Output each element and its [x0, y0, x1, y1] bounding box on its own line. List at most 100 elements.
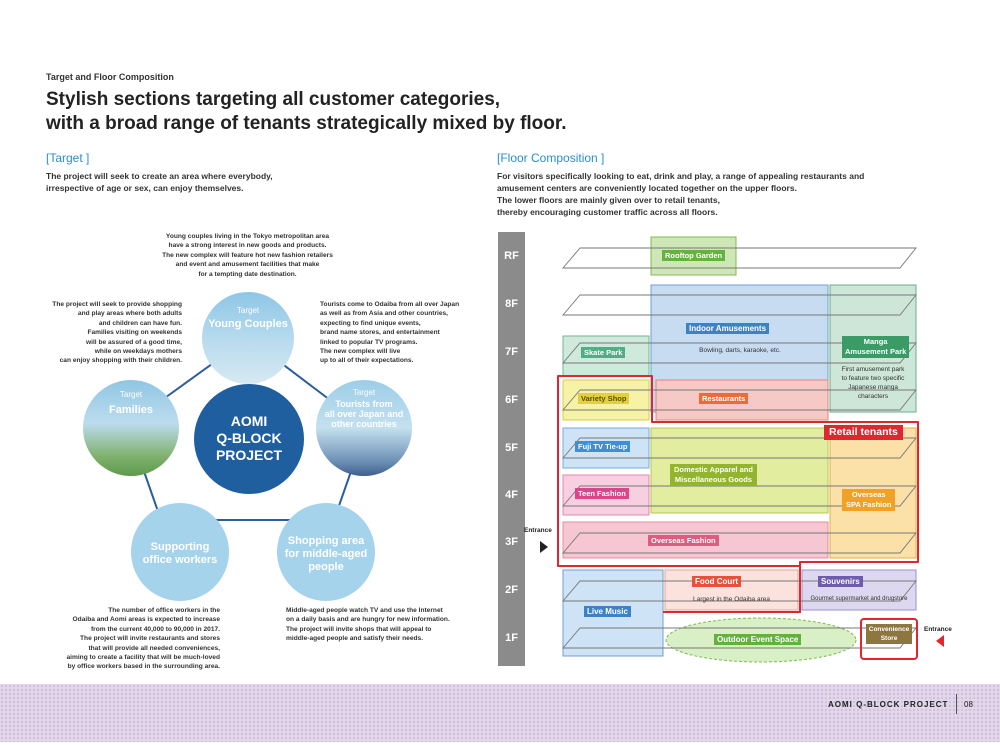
blurb-line: Tourists come to Odaiba from all over Ja…: [320, 301, 460, 308]
circle-label-line: Shopping area: [287, 535, 365, 547]
blurb-line: The number of office workers in the: [108, 607, 220, 614]
circle-kicker: Target: [352, 388, 376, 397]
floor-label: 7F: [505, 346, 518, 358]
blurb-line: brand name stores, and entertainment: [320, 329, 440, 337]
center-project-logo: AOMI Q-BLOCK PROJECT: [194, 384, 304, 494]
footer-divider: [956, 694, 957, 714]
floor-intro-line: The lower floors are mainly given over t…: [497, 195, 720, 205]
floor-intro: For visitors specifically looking to eat…: [497, 170, 864, 218]
blurb-line: Young couples living in the Tokyo metrop…: [165, 233, 330, 240]
blurb-line: The new complex will feature hot new fas…: [162, 251, 333, 259]
blurb-line: The project will seek to provide shoppin…: [52, 301, 182, 308]
zone-food-court: Food Court: [692, 576, 742, 587]
blurb-line: The project will invite restaurants and …: [80, 635, 220, 643]
blurb-line: linked to popular TV programs.: [320, 338, 418, 346]
zone-convenience-store: Convenience Store: [866, 624, 912, 644]
target-intro: The project will seek to create an area …: [46, 170, 273, 194]
zone-outdoor-event-space: Outdoor Event Space: [714, 634, 802, 645]
zone-tag-line: Manga: [863, 337, 888, 346]
zone-overseas-fashion: Overseas Fashion: [648, 535, 719, 546]
zone-variety-shop: Variety Shop: [578, 393, 630, 404]
zone-souvenirs-note: Gourmet supermarket and drugstore: [810, 596, 908, 602]
headline-line-1: Stylish sections targeting all customer …: [46, 89, 501, 110]
note-line: Japanese manga: [848, 384, 898, 391]
circle-young-couples: Target Young Couples: [202, 292, 294, 384]
entrance-label-left: Entrance: [524, 527, 552, 534]
blurb-line: as well as from Asia and other countries…: [320, 310, 449, 318]
zone-indoor-amusements: Indoor Amusements: [686, 323, 770, 334]
blurb-line: middle-aged people and satisfy their nee…: [286, 635, 424, 643]
zone-tag-line: SPA Fashion: [846, 500, 892, 509]
blurb-line: have a strong interest in new goods and …: [168, 242, 327, 250]
note-line: First amusement park: [841, 366, 905, 373]
blurb-line: will be assured of a good time,: [86, 338, 182, 346]
zone-souvenirs: Souvenirs: [818, 576, 863, 587]
blurb-line: on a daily basis and are hungry for new …: [286, 616, 450, 624]
blurb-line: and children can have fun.: [98, 319, 182, 327]
footer-project-label: AOMI Q-BLOCK PROJECT: [828, 700, 949, 709]
floor-intro-line: For visitors specifically looking to eat…: [497, 171, 865, 181]
zone-overseas-spa-fashion: Overseas SPA Fashion: [842, 489, 896, 511]
floor-intro-line: amusement centers are conveniently locat…: [497, 183, 797, 193]
circle-label-line: Supporting: [150, 541, 210, 553]
blurb-line: The project will invite shops that will …: [286, 625, 432, 633]
blurb-line: aiming to create a facility that will be…: [66, 654, 220, 662]
blurb-line: can enjoy shopping with their children.: [59, 357, 182, 365]
blurb-line: from the current 40,000 to 90,000 in 201…: [90, 625, 220, 633]
blurb-families: The project will seek to provide shoppin…: [38, 300, 182, 366]
page-headline: Stylish sections targeting all customer …: [46, 88, 646, 136]
circle-families: Target Families: [83, 380, 179, 476]
zone-domestic-apparel: Domestic Apparel and Miscellaneous Goods: [670, 464, 757, 486]
zone-tag-line: Miscellaneous Goods: [674, 475, 753, 484]
blurb-line: up to all of their expectations.: [320, 357, 414, 365]
target-intro-line-1: The project will seek to create an area …: [46, 171, 273, 181]
zone-skate-park: Skate Park: [581, 347, 626, 358]
note-line: to feature two specific: [841, 375, 905, 382]
blurb-line: and event and amusement facilities that …: [175, 261, 320, 269]
circle-label: Tourists from all over Japan and other c…: [316, 399, 412, 429]
floor-label: 6F: [505, 394, 518, 406]
zone-live-music: Live Music: [584, 606, 631, 617]
circle-office-workers: Supporting office workers: [131, 503, 229, 601]
blurb-line: and play areas where both adults: [77, 310, 182, 318]
zone-tag-line: Amusement Park: [845, 347, 907, 356]
zone-tag-line: Convenience: [868, 626, 910, 633]
center-line: AOMI: [230, 413, 268, 429]
floor-label: 5F: [505, 442, 518, 454]
zone-manga-amusement-park: Manga Amusement Park: [842, 336, 910, 358]
section-kicker: Target and Floor Composition: [46, 72, 174, 82]
blurb-line: expecting to find unique events,: [320, 319, 421, 327]
floor-label: RF: [504, 250, 519, 262]
blurb-line: while on weekdays mothers: [94, 348, 182, 356]
target-intro-line-2: irrespective of age or sex, can enjoy th…: [46, 183, 244, 193]
floor-label: 4F: [505, 489, 518, 501]
zone-tag-line: Domestic Apparel and: [674, 465, 753, 474]
blurb-line: by office workers based in the surroundi…: [67, 663, 220, 671]
blurb-line: Families visiting on weekends: [87, 329, 182, 337]
headline-line-2: with a broad range of tenants strategica…: [46, 113, 567, 134]
zone-retail-tenants: Retail tenants: [824, 425, 903, 440]
entrance-label-right: Entrance: [924, 626, 952, 633]
circle-tourists: Target Tourists from all over Japan and …: [316, 380, 412, 476]
blurb-line: The new complex will live: [320, 348, 401, 356]
floor-label-column: RF 8F 7F 6F 5F 4F 3F 2F 1F: [498, 232, 525, 666]
floor-label: 3F: [505, 536, 518, 548]
circle-label-line: for middle-aged: [284, 548, 368, 560]
blurb-middle-aged: Middle-aged people watch TV and use the …: [286, 606, 476, 644]
floor-section-title: [Floor Composition ]: [497, 151, 605, 165]
circle-label-line: office workers: [142, 554, 218, 566]
zone-tag-line: Store: [880, 635, 898, 642]
blurb-line: Odaiba and Aomi areas is expected to inc…: [72, 616, 220, 624]
blurb-office-workers: The number of office workers in the Odai…: [40, 606, 220, 672]
circle-label-line: all over Japan and: [324, 409, 404, 419]
zone-restaurants: Restaurants: [699, 393, 749, 404]
blurb-young-couples: Young couples living in the Tokyo metrop…: [140, 232, 355, 279]
footer-page-number: 08: [964, 700, 973, 709]
floor-label: 2F: [505, 584, 518, 596]
circle-kicker: Target: [236, 306, 260, 315]
center-label: AOMI Q-BLOCK PROJECT: [194, 413, 304, 464]
zone-manga-note: First amusement park to feature two spec…: [830, 365, 916, 401]
target-section-title: [Target ]: [46, 151, 90, 165]
circle-label: Supporting office workers: [131, 541, 229, 567]
floor-label: 8F: [505, 298, 518, 310]
